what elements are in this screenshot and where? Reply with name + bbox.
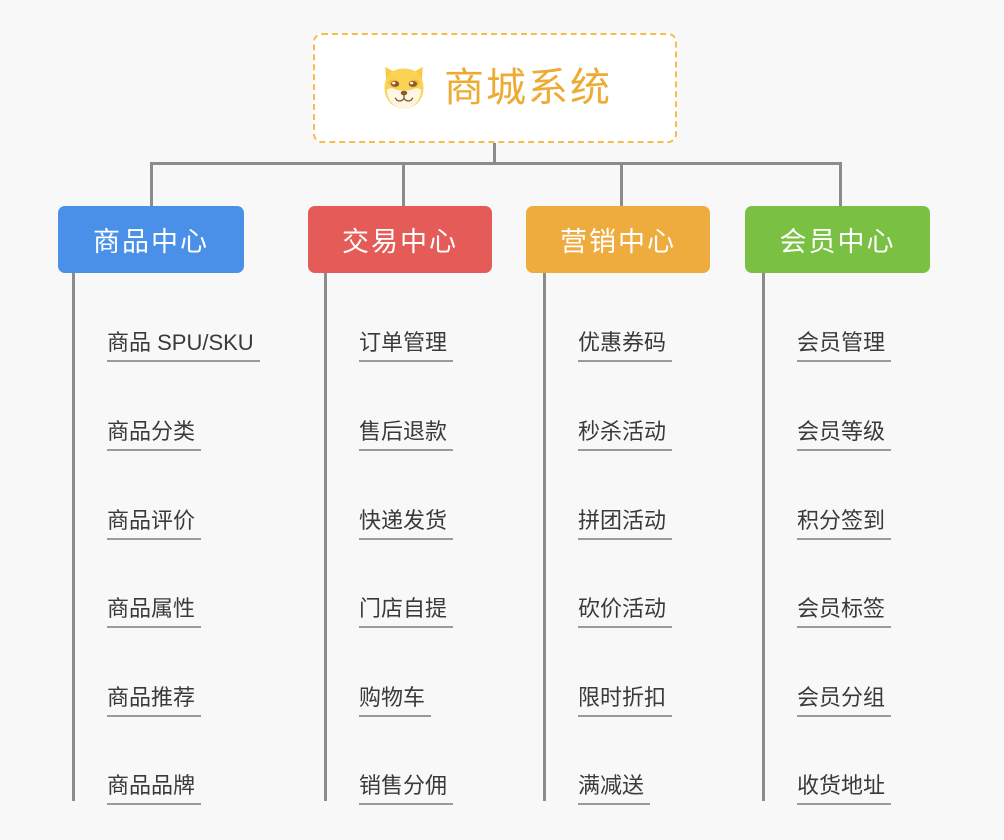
category-box-会员中心[interactable]: 会员中心 — [745, 206, 930, 273]
leaf-underline — [359, 538, 454, 540]
branch-spine-营销中心 — [543, 273, 546, 801]
leaf-label: 商品评价 — [107, 507, 196, 533]
leaf-underline — [578, 715, 673, 717]
leaf-underline — [107, 715, 202, 717]
leaf-underline — [359, 715, 432, 717]
connector-root-stem — [493, 143, 496, 165]
connector-drop-商品中心 — [150, 162, 153, 207]
leaf-item[interactable]: 商品分类 — [75, 362, 202, 451]
leaf-label: 商品属性 — [107, 595, 196, 621]
leaf-item[interactable]: 会员分组 — [765, 628, 892, 717]
leaf-underline — [797, 538, 892, 540]
leaf-underline — [107, 449, 202, 451]
leaf-item[interactable]: 销售分佣 — [327, 716, 454, 805]
leaf-underline — [797, 803, 892, 805]
leaf-label: 拼团活动 — [578, 507, 667, 533]
leaf-label: 商品推荐 — [107, 684, 196, 710]
leaf-label: 限时折扣 — [578, 684, 667, 710]
root-node-商城系统[interactable]: 商城系统 — [313, 33, 677, 143]
leaf-label: 商品 SPU/SKU — [107, 329, 254, 355]
branch-spine-交易中心 — [324, 273, 327, 801]
leaf-label: 会员等级 — [797, 418, 886, 444]
leaf-label: 优惠券码 — [578, 329, 667, 355]
leaf-underline — [578, 360, 673, 362]
leaf-item[interactable]: 购物车 — [327, 628, 432, 717]
category-label-会员中心: 会员中心 — [779, 227, 896, 257]
category-box-营销中心[interactable]: 营销中心 — [526, 206, 710, 273]
connector-drop-交易中心 — [402, 162, 405, 207]
leaf-label: 收货地址 — [797, 772, 886, 798]
leaf-label: 商品品牌 — [107, 772, 196, 798]
connector-drop-营销中心 — [620, 162, 623, 207]
leaf-label: 会员标签 — [797, 595, 886, 621]
category-label-营销中心: 营销中心 — [560, 227, 676, 257]
leaf-item[interactable]: 拼团活动 — [546, 451, 673, 540]
leaf-underline — [578, 538, 673, 540]
leaf-label: 秒杀活动 — [578, 418, 667, 444]
leaf-item[interactable]: 积分签到 — [765, 451, 892, 540]
leaf-label: 售后退款 — [359, 418, 448, 444]
root-node-label: 商城系统 — [444, 66, 612, 110]
leaf-item[interactable]: 商品推荐 — [75, 628, 202, 717]
leaf-underline — [578, 449, 673, 451]
leaf-item[interactable]: 收货地址 — [765, 716, 892, 805]
leaf-label: 会员管理 — [797, 329, 886, 355]
leaf-item[interactable]: 商品 SPU/SKU — [75, 273, 260, 362]
leaf-label: 购物车 — [359, 684, 426, 710]
leaf-label: 商品分类 — [107, 418, 196, 444]
leaf-item[interactable]: 限时折扣 — [546, 628, 673, 717]
leaf-underline — [359, 803, 454, 805]
branch-spine-会员中心 — [762, 273, 765, 801]
leaf-underline — [578, 626, 673, 628]
leaf-item[interactable]: 会员管理 — [765, 273, 892, 362]
leaf-underline — [107, 803, 202, 805]
category-box-交易中心[interactable]: 交易中心 — [308, 206, 492, 273]
leaf-underline — [797, 449, 892, 451]
leaf-item[interactable]: 快递发货 — [327, 451, 454, 540]
leaf-label: 销售分佣 — [359, 772, 448, 798]
leaf-underline — [797, 626, 892, 628]
leaf-underline — [107, 360, 260, 362]
leaf-underline — [578, 803, 651, 805]
leaf-label: 砍价活动 — [578, 595, 667, 621]
leaf-underline — [797, 715, 892, 717]
leaf-label: 门店自提 — [359, 595, 448, 621]
leaf-item[interactable]: 订单管理 — [327, 273, 454, 362]
leaf-item[interactable]: 秒杀活动 — [546, 362, 673, 451]
leaf-item[interactable]: 商品品牌 — [75, 716, 202, 805]
leaf-item[interactable]: 会员标签 — [765, 539, 892, 628]
leaf-label: 订单管理 — [359, 329, 448, 355]
connector-drop-会员中心 — [839, 162, 842, 207]
leaf-label: 积分签到 — [797, 507, 886, 533]
leaf-item[interactable]: 门店自提 — [327, 539, 454, 628]
leaf-label: 满减送 — [578, 772, 645, 798]
leaf-item[interactable]: 优惠券码 — [546, 273, 673, 362]
category-box-商品中心[interactable]: 商品中心 — [58, 206, 244, 273]
category-label-交易中心: 交易中心 — [342, 227, 458, 257]
leaf-item[interactable]: 售后退款 — [327, 362, 454, 451]
leaf-underline — [797, 360, 892, 362]
leaf-item[interactable]: 商品评价 — [75, 451, 202, 540]
leaf-underline — [107, 538, 202, 540]
leaf-underline — [359, 626, 454, 628]
connector-horizontal-bus — [150, 162, 842, 165]
leaf-item[interactable]: 满减送 — [546, 716, 651, 805]
leaf-item[interactable]: 商品属性 — [75, 539, 202, 628]
shiba-inu-dog-face-icon — [384, 66, 424, 109]
leaf-underline — [359, 449, 454, 451]
leaf-label: 会员分组 — [797, 684, 886, 710]
leaf-underline — [359, 360, 454, 362]
leaf-label: 快递发货 — [359, 507, 448, 533]
leaf-underline — [107, 626, 202, 628]
branch-spine-商品中心 — [72, 273, 75, 801]
leaf-item[interactable]: 会员等级 — [765, 362, 892, 451]
leaf-item[interactable]: 砍价活动 — [546, 539, 673, 628]
category-label-商品中心: 商品中心 — [93, 227, 209, 257]
